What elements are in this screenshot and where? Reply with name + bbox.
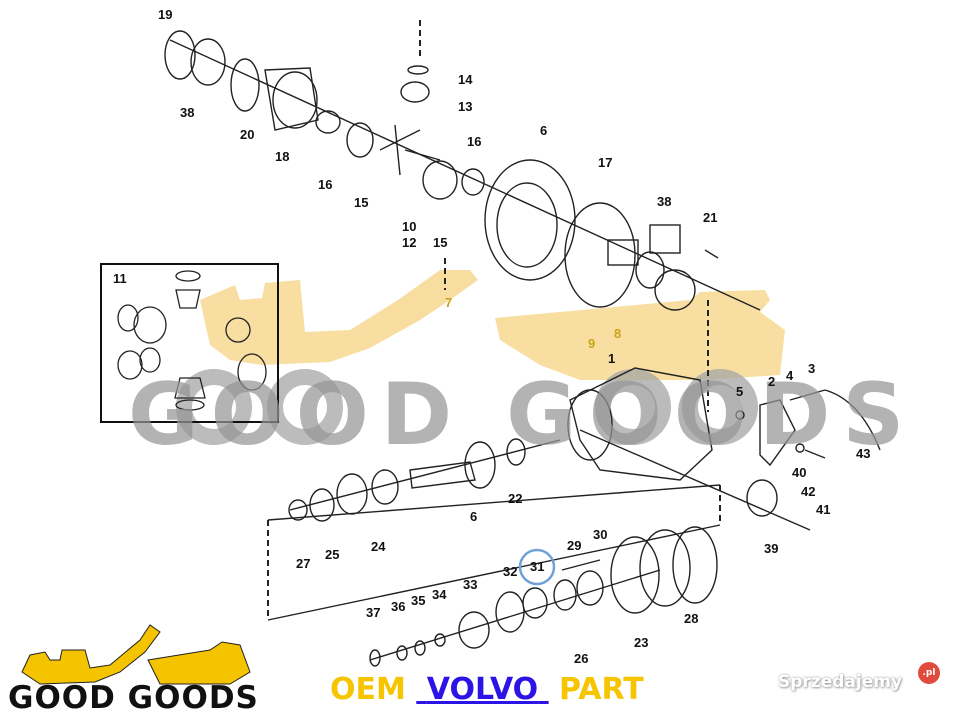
watermark-text: GOOD GOODS [128, 365, 917, 465]
callout-label: 25 [325, 547, 340, 562]
callout-label: 38 [657, 194, 672, 209]
sprzedajemy-watermark: Sprzedajemy [778, 672, 903, 692]
callout-label: 3 [808, 361, 816, 376]
watermark-vehicles [200, 270, 785, 380]
callout-label: 28 [684, 611, 699, 626]
callout-label: 37 [366, 605, 381, 620]
callout-label: 43 [856, 446, 871, 461]
callout-label: 16 [318, 177, 333, 192]
callout-label: 40 [792, 465, 807, 480]
callout-label: 6 [470, 509, 478, 524]
inset-box-11 [100, 263, 279, 423]
brand-text: VOLVO [426, 672, 539, 707]
sprzedajemy-badge-icon: .pl [918, 662, 940, 684]
callout-label: 15 [354, 195, 369, 210]
callout-label: 35 [411, 593, 426, 608]
callout-label: 36 [391, 599, 406, 614]
callout-label: 39 [764, 541, 779, 556]
callout-label: 26 [574, 651, 589, 666]
callout-label: 5 [736, 384, 744, 399]
highlight-circle-31 [518, 548, 556, 586]
callout-label: 38 [180, 105, 195, 120]
callout-label: 16 [467, 134, 482, 149]
callout-label: 6 [540, 123, 548, 138]
callout-label: 27 [296, 556, 311, 571]
part-suffix: PART [559, 672, 644, 707]
callout-label: 4 [786, 368, 794, 383]
callout-label: 23 [634, 635, 649, 650]
callout-label: 18 [275, 149, 290, 164]
callout-label: 34 [432, 587, 447, 602]
callout-label: 7 [445, 295, 453, 310]
callout-label: 42 [801, 484, 816, 499]
callout-label: 2 [768, 374, 776, 389]
callout-label: 9 [588, 336, 596, 351]
callout-label: 15 [433, 235, 448, 250]
callout-label: 12 [402, 235, 417, 250]
callout-label: 33 [463, 577, 478, 592]
callout-label: 10 [402, 219, 417, 234]
watermark-tyres [176, 369, 758, 445]
callout-label: 41 [816, 502, 831, 517]
callout-label: 32 [503, 564, 518, 579]
inset-gears [117, 270, 267, 411]
callout-label: 20 [240, 127, 255, 142]
good-goods-logo-text: GOOD GOODS [8, 680, 259, 716]
callout-label: 17 [598, 155, 613, 170]
callout-label: 29 [567, 538, 582, 553]
volvo-brand-link[interactable]: VOLVO [416, 672, 548, 707]
callout-label: 13 [458, 99, 473, 114]
callout-label: 1 [608, 351, 616, 366]
callout-label: 22 [508, 491, 523, 506]
oem-prefix: OEM [330, 672, 406, 707]
callout-label: 8 [614, 326, 622, 341]
oem-volvo-part-banner: OEM VOLVO PART [330, 672, 644, 707]
callout-label: 24 [371, 539, 386, 554]
callout-label: 19 [158, 7, 173, 22]
callout-label: 21 [703, 210, 718, 225]
callout-label: 30 [593, 527, 608, 542]
callout-label: 11 [113, 271, 127, 286]
callout-label: 31 [530, 559, 545, 574]
footer-logo-vehicles [21, 624, 251, 685]
part-drawings [164, 20, 881, 667]
callout-label: 14 [458, 72, 473, 87]
